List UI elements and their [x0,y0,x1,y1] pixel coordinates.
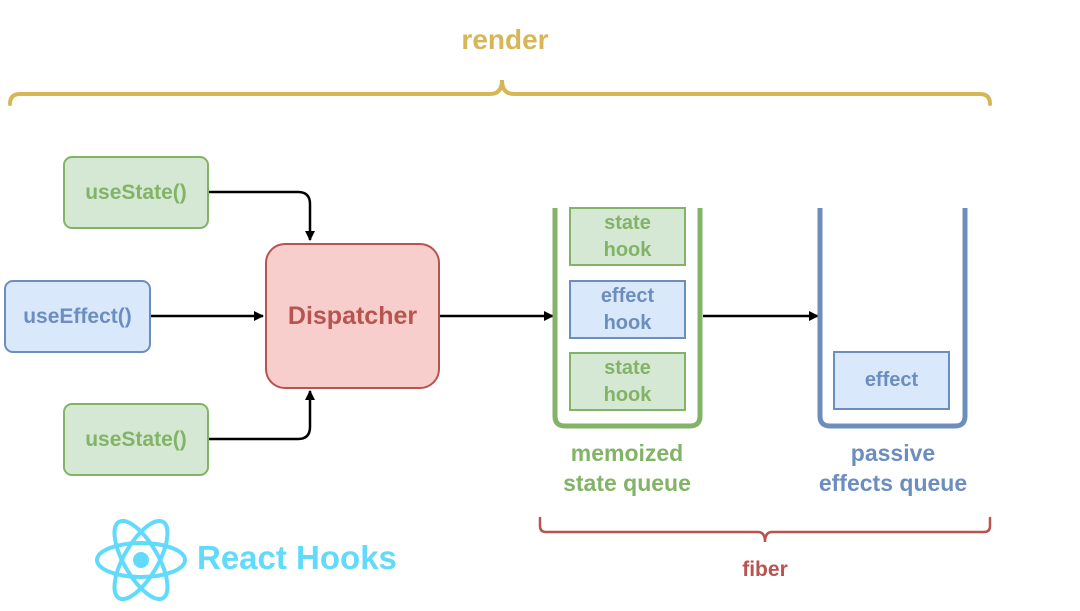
dispatcher-box: Dispatcher [265,243,440,389]
memoized-queue-container [552,208,703,429]
queue-slot-state-hook-1: state hook [569,207,686,266]
react-hooks-title: React Hooks [197,539,397,576]
arrow-usestate-bottom [208,390,315,441]
queue-slot-effect-hook: effect hook [569,280,686,339]
passive-queue-container [817,208,968,429]
render-brace [8,79,992,106]
use-state-bottom-box: useState() [63,403,209,476]
react-logo-icon [95,518,187,602]
queue-slot-state-hook-2: state hook [569,352,686,411]
passive-queue-caption: passive effects queue [818,440,968,496]
fiber-label: fiber [742,558,788,581]
fiber-brace [538,516,992,543]
memoized-queue-caption: memoized state queue [563,440,691,496]
render-label: render [461,24,549,55]
passive-slot-effect: effect [833,351,950,410]
use-state-top-box: useState() [63,156,209,229]
arrow-usestate-top [208,190,315,241]
use-effect-box: useEffect() [4,280,151,353]
